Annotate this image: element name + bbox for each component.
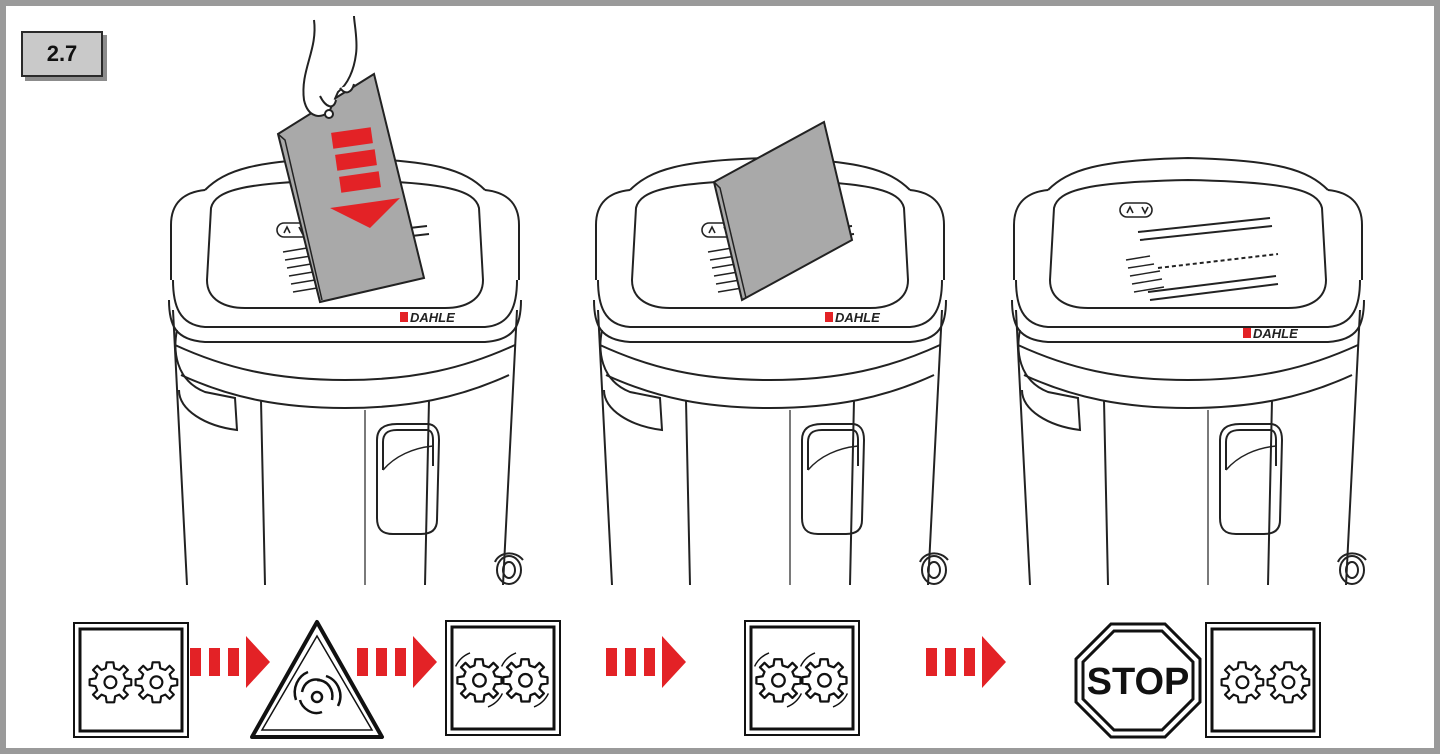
hand-icon [302,15,358,119]
auto-feed-warning-icon [250,620,384,739]
shredder-3: DAHLE [1011,157,1367,586]
paper-being-inserted [276,72,426,304]
brand-logo-1: DAHLE [410,310,455,325]
down-arrow-icon [330,127,400,228]
brand-logo-3: DAHLE [1253,326,1298,341]
paper-half-shredded [712,120,854,302]
brand-logo-2: DAHLE [835,310,880,325]
gears-idle-icon [73,622,189,738]
stop-sign-label: STOP [1087,661,1190,703]
arrow-icon [357,636,437,688]
gears-running-icon [744,620,860,736]
stop-sign-icon: STOP [1074,622,1202,739]
arrow-icon [606,636,686,688]
arrow-icon [190,636,270,688]
gears-idle-icon [1205,622,1321,738]
arrow-icon [926,636,1006,688]
gears-running-icon [445,620,561,736]
step-number-badge: 2.7 [21,31,103,77]
